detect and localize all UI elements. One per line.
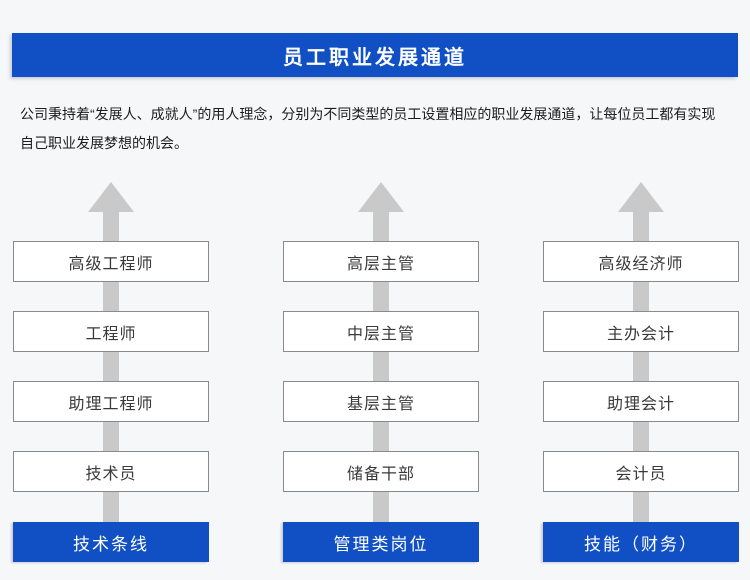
level-label: 储备干部 xyxy=(346,465,415,483)
level-box-assistant-engineer: 助理工程师 xyxy=(13,381,209,422)
up-arrow-shaft xyxy=(373,211,389,522)
track-label-text: 技术条线 xyxy=(73,534,149,554)
up-arrow-icon xyxy=(358,182,404,212)
level-label: 高层主管 xyxy=(346,255,415,273)
level-box-middle-manager: 中层主管 xyxy=(283,311,479,352)
level-box-junior-manager: 基层主管 xyxy=(283,381,479,422)
page-title: 员工职业发展通道 xyxy=(283,46,467,69)
level-label: 中层主管 xyxy=(346,325,415,343)
level-label: 工程师 xyxy=(85,325,137,343)
intro-line-1: 公司秉持着“发展人、成就人”的用人理念，分别为不同类型的员工设置相应的职业发展通… xyxy=(20,106,716,122)
up-arrow-icon xyxy=(618,182,664,212)
intro-line-2: 自己职业发展梦想的机会。 xyxy=(20,135,188,151)
track-management: 高层主管 中层主管 基层主管 储备干部 管理类岗位 xyxy=(283,0,479,580)
level-box-reserve-cadre: 储备干部 xyxy=(283,451,479,492)
page-title-banner: 员工职业发展通道 xyxy=(12,33,738,77)
level-box-senior-engineer: 高级工程师 xyxy=(13,241,209,282)
level-label: 助理工程师 xyxy=(68,395,154,413)
up-arrow-icon xyxy=(88,182,134,212)
track-label-technical: 技术条线 xyxy=(13,522,209,562)
level-box-senior-economist: 高级经济师 xyxy=(543,241,739,282)
level-box-accounting-clerk: 会计员 xyxy=(543,451,739,492)
up-arrow-shaft xyxy=(633,211,649,522)
level-label: 高级工程师 xyxy=(68,255,154,273)
track-label-text: 技能（财务） xyxy=(584,534,698,554)
track-skill-finance: 高级经济师 主办会计 助理会计 会计员 技能（财务） xyxy=(543,0,739,580)
level-label: 主办会计 xyxy=(606,325,675,343)
level-box-technician: 技术员 xyxy=(13,451,209,492)
track-technical: 高级工程师 工程师 助理工程师 技术员 技术条线 xyxy=(13,0,209,580)
up-arrow-shaft xyxy=(103,211,119,522)
level-label: 助理会计 xyxy=(606,395,675,413)
level-label: 会计员 xyxy=(615,465,667,483)
level-label: 高级经济师 xyxy=(598,255,684,273)
level-box-senior-manager: 高层主管 xyxy=(283,241,479,282)
intro-paragraph: 公司秉持着“发展人、成就人”的用人理念，分别为不同类型的员工设置相应的职业发展通… xyxy=(20,100,736,158)
track-label-skill-finance: 技能（财务） xyxy=(543,522,739,562)
track-label-management: 管理类岗位 xyxy=(283,522,479,562)
track-label-text: 管理类岗位 xyxy=(333,534,429,554)
level-label: 基层主管 xyxy=(346,395,415,413)
level-box-assistant-accountant: 助理会计 xyxy=(543,381,739,422)
level-box-engineer: 工程师 xyxy=(13,311,209,352)
level-label: 技术员 xyxy=(85,465,137,483)
level-box-chief-accountant: 主办会计 xyxy=(543,311,739,352)
